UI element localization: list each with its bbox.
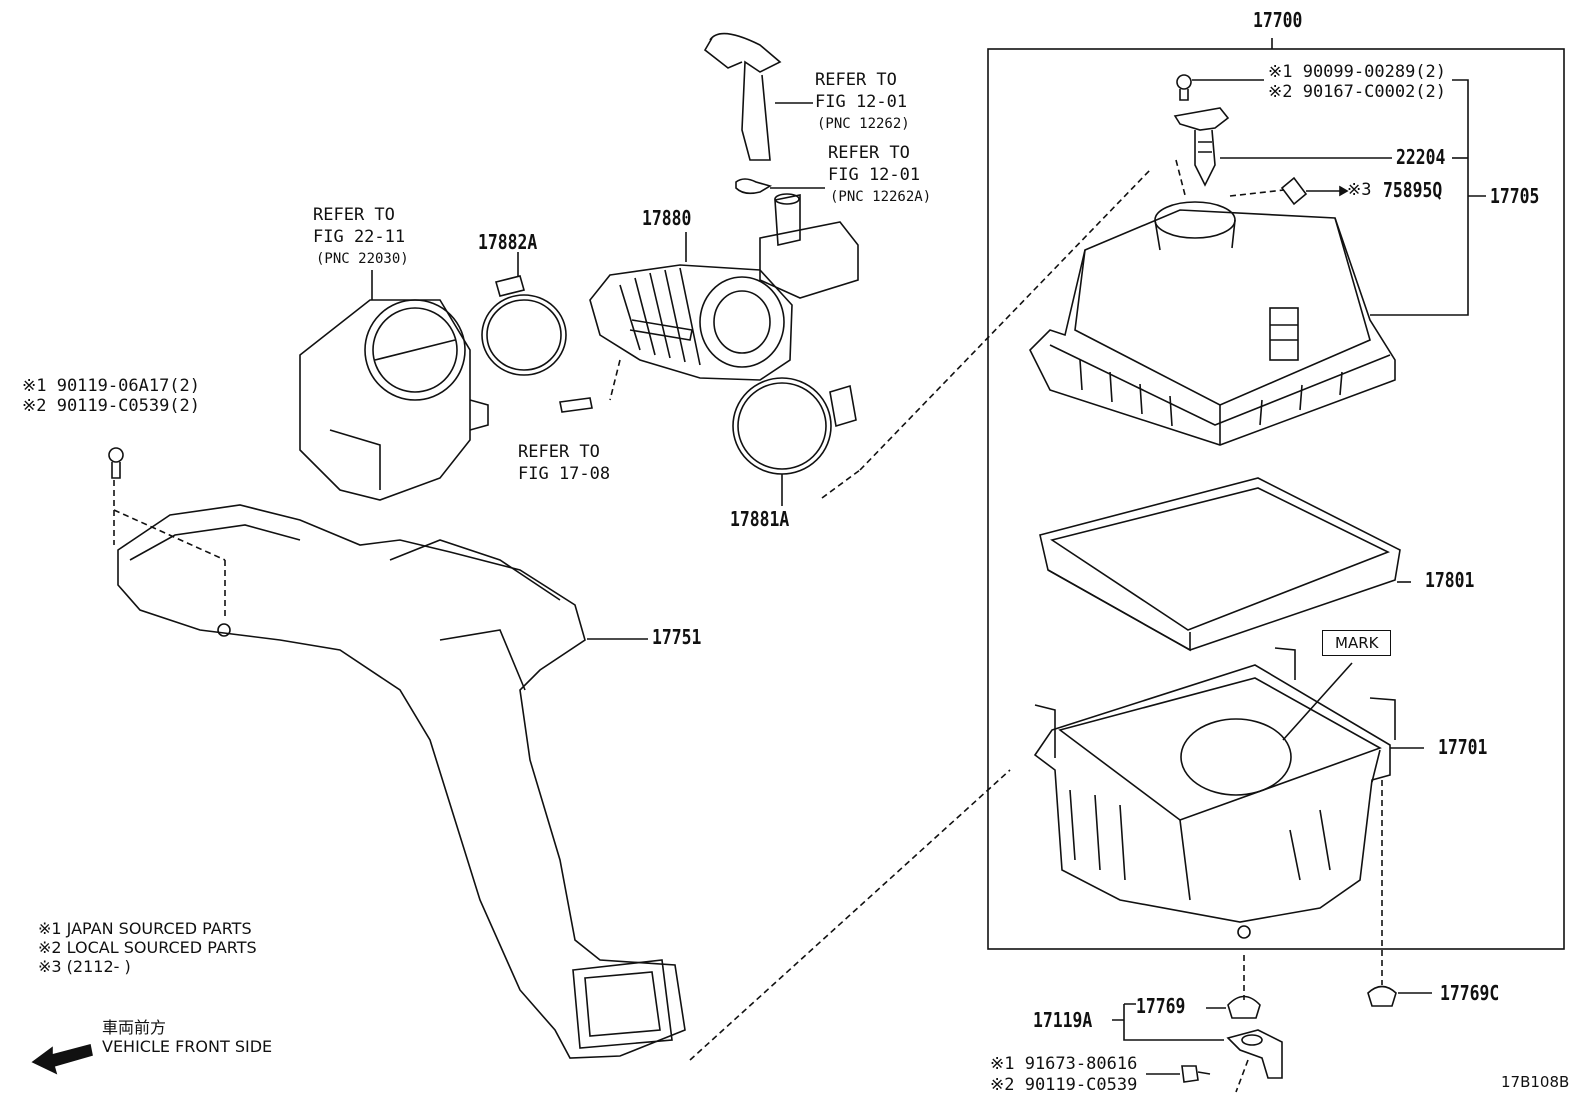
- bottom-bolt-icon: [1181, 1065, 1211, 1083]
- air-cleaner-case-icon: [1033, 647, 1396, 939]
- part-label-17880: 17880: [642, 206, 692, 230]
- front-side-jp: 車両前方: [102, 1018, 167, 1037]
- part-label-17881a: 17881A: [730, 507, 790, 531]
- part-label-17119a: 17119A: [1033, 1008, 1093, 1032]
- clamp-17881a-icon: [732, 377, 857, 475]
- part-label-17700: 17700: [1253, 8, 1303, 32]
- ref-throttle-line3: (PNC 22030): [316, 251, 409, 267]
- part-label-17705: 17705: [1490, 184, 1540, 208]
- legend-note3: ※3 (2112- ): [38, 957, 131, 976]
- ref-pipe-line2: FIG 17-08: [518, 464, 611, 484]
- part-label-17801: 17801: [1425, 568, 1475, 592]
- front-arrow-icon: [31, 1044, 93, 1075]
- ref-hose-b-line3: (PNC 12262A): [830, 189, 932, 205]
- part-label-17751: 17751: [652, 625, 702, 649]
- mark-callout: MARK: [1322, 630, 1392, 656]
- top-bolt-local: ※2 90167-C0002(2): [1268, 82, 1447, 102]
- grommet-17769c-icon: [1367, 985, 1397, 1007]
- air-cleaner-cap-icon: [1029, 201, 1396, 446]
- part-label-22204: 22204: [1396, 145, 1446, 169]
- left-bolt-local: ※2 90119-C0539(2): [22, 396, 201, 416]
- air-filter-icon: [1039, 477, 1401, 652]
- part-label-17769: 17769: [1136, 994, 1186, 1018]
- hose-clip-icon: [735, 178, 772, 195]
- part-label-17769c: 17769C: [1440, 981, 1500, 1005]
- inlet-hose-icon: [703, 32, 782, 161]
- ref-throttle-line2: FIG 22-11: [313, 227, 406, 247]
- part-label-75895q: 75895Q: [1383, 178, 1443, 202]
- grommet-17769-icon: [1227, 995, 1261, 1019]
- bottom-bolt-local: ※2 90119-C0539: [990, 1075, 1138, 1095]
- legend-local: ※2 LOCAL SOURCED PARTS: [38, 938, 257, 957]
- top-bolt-japan: ※1 90099-00289(2): [1268, 62, 1447, 82]
- ref-hose-b-line2: FIG 12-01: [828, 165, 921, 185]
- ref-hose-b-line1: REFER TO: [828, 143, 910, 163]
- small-hose-icon: [559, 397, 593, 413]
- assembly-box-17700: [987, 48, 1565, 950]
- figure-code: 17B108B: [1501, 1073, 1570, 1091]
- legend-japan: ※1 JAPAN SOURCED PARTS: [38, 919, 252, 938]
- front-side-en: VEHICLE FRONT SIDE: [102, 1037, 273, 1056]
- top-bolt-icon: [1176, 74, 1192, 101]
- clamp-17882a-icon: [481, 275, 567, 376]
- ref-throttle-line1: REFER TO: [313, 205, 395, 225]
- intake-pipe-17880-icon: [589, 193, 859, 381]
- ref-pipe-line1: REFER TO: [518, 442, 600, 462]
- part-label-17701: 17701: [1438, 735, 1488, 759]
- ref-hose-a-line3: (PNC 12262): [817, 116, 910, 132]
- note-3-mark: ※3: [1347, 180, 1372, 200]
- ref-hose-a-line1: REFER TO: [815, 70, 897, 90]
- clip-22204-icon: [1173, 107, 1230, 187]
- bottom-bolt-japan: ※1 91673-80616: [990, 1054, 1138, 1074]
- ref-hose-a-line2: FIG 12-01: [815, 92, 908, 112]
- left-bolt-icon: [108, 447, 124, 479]
- bracket-17119a-icon: [1226, 1029, 1283, 1079]
- part-label-17882a: 17882A: [478, 230, 538, 254]
- left-bolt-japan: ※1 90119-06A17(2): [22, 376, 201, 396]
- throttle-body-icon: [299, 299, 489, 501]
- air-inlet-duct-icon: [117, 504, 686, 1059]
- label-75895q-icon: [1280, 176, 1308, 206]
